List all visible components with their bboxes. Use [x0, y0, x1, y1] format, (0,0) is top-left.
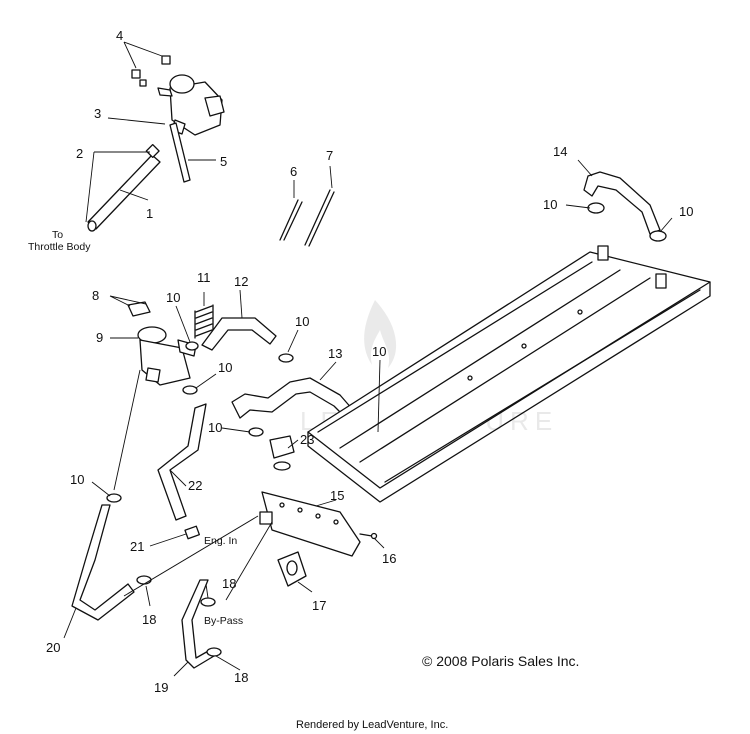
leader-lines	[63, 41, 673, 677]
part-9-surge-tank	[137, 326, 197, 386]
heat-exchanger	[307, 245, 711, 503]
callout-14: 14	[553, 144, 567, 159]
callout-18-b: 18	[142, 612, 156, 627]
callout-16: 16	[382, 551, 396, 566]
note-by-pass: By-Pass	[204, 615, 243, 627]
notes: To Throttle Body Eng. In By-Pass	[28, 229, 243, 627]
callout-15: 15	[330, 488, 344, 503]
callout-10-c: 10	[166, 290, 180, 305]
callout-13: 13	[328, 346, 342, 361]
part-3-valve-assembly	[157, 74, 225, 136]
callout-8: 8	[92, 288, 99, 303]
callout-4: 4	[116, 28, 123, 43]
part-4-screws	[131, 55, 171, 87]
callout-12: 12	[234, 274, 248, 289]
callout-11: 11	[197, 270, 211, 285]
footer-credit: Rendered by LeadVenture, Inc.	[296, 719, 448, 731]
callout-2: 2	[76, 146, 83, 161]
callout-10-f: 10	[218, 360, 232, 375]
note-eng-in: Eng. In	[204, 535, 237, 547]
part-14-hose	[583, 171, 661, 235]
callout-19: 19	[154, 680, 168, 695]
part-21-fitting	[184, 525, 200, 540]
part-8-cap	[127, 301, 151, 317]
callout-10-e: 10	[372, 344, 386, 359]
note-throttle-body: Throttle Body	[28, 241, 91, 253]
part-11-spring	[194, 304, 214, 339]
callout-1: 1	[146, 206, 153, 221]
part-7-strap	[304, 189, 335, 247]
callout-18-a: 18	[222, 576, 236, 591]
part-5-hose	[169, 122, 191, 183]
note-to: To	[52, 229, 63, 241]
part-16-screw	[359, 532, 378, 540]
part-22-hose	[157, 403, 207, 521]
part-15-bracket	[259, 491, 361, 557]
part-23-housing	[269, 435, 295, 471]
part-6-strap	[279, 199, 303, 241]
part-1-hose	[87, 154, 161, 232]
callout-18-c: 18	[234, 670, 248, 685]
callout-3: 3	[94, 106, 101, 121]
callout-10-h: 10	[70, 472, 84, 487]
part-20-hose	[71, 504, 135, 621]
callout-10-b: 10	[679, 204, 693, 219]
watermark-flame-icon	[364, 300, 397, 368]
copyright: © 2008 Polaris Sales Inc.	[422, 653, 579, 669]
callout-22: 22	[188, 478, 202, 493]
part-17-isolator	[277, 551, 307, 587]
callout-10-g: 10	[208, 420, 222, 435]
callout-9: 9	[96, 330, 103, 345]
callout-21: 21	[130, 539, 144, 554]
callout-23: 23	[300, 432, 314, 447]
callout-17: 17	[312, 598, 326, 613]
callout-5: 5	[220, 154, 227, 169]
callout-6: 6	[290, 164, 297, 179]
callouts: 4 3 2 5 1 6 7 14 10 10 8 10 11 12 10 9 1…	[46, 28, 693, 695]
callout-10-d: 10	[295, 314, 309, 329]
part-12-hose	[201, 317, 277, 351]
callout-10-a: 10	[543, 197, 557, 212]
part-2-clamp	[145, 143, 160, 159]
callout-7: 7	[326, 148, 333, 163]
callout-20: 20	[46, 640, 60, 655]
